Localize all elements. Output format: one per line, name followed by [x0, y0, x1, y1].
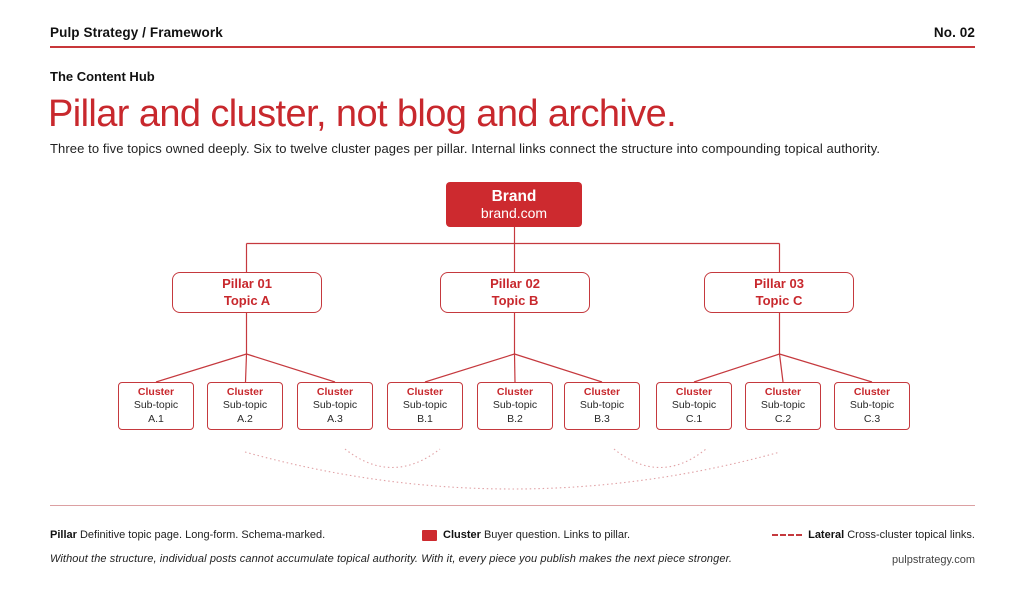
fan-pillar2-b3 [514, 353, 603, 383]
cluster-node-b2: Cluster Sub-topic B.2 [477, 382, 553, 430]
legend-lateral-term: Lateral [808, 529, 845, 541]
brand-root-domain: brand.com [480, 205, 548, 222]
pillar-1-title: Pillar 01 [222, 276, 272, 292]
page-title: Pillar and cluster, not blog and archive… [48, 93, 677, 135]
brand-root-node: Brand brand.com [446, 182, 582, 227]
cluster-c3-subtopic: Sub-topic [849, 399, 895, 412]
legend-cluster-text: Cluster Buyer question. Links to pillar. [443, 529, 630, 541]
cluster-a2-subtopic: Sub-topic [222, 399, 268, 412]
cluster-node-b1: Cluster Sub-topic B.1 [387, 382, 463, 430]
cluster-a1-subtopic: Sub-topic [133, 399, 179, 412]
pillar-3-title: Pillar 03 [754, 276, 804, 292]
legend-pillar-term: Pillar [50, 529, 77, 541]
legend-lateral-desc: Cross-cluster topical links. [847, 529, 975, 541]
pillar-node-2: Pillar 02 Topic B [440, 272, 590, 313]
cluster-a3-label: Cluster [316, 385, 354, 398]
fan-pillar3-c2 [778, 353, 784, 383]
cluster-c1-subtopic: Sub-topic [671, 399, 717, 412]
fan-pillar3-c1 [693, 353, 780, 383]
cluster-b1-label: Cluster [406, 385, 444, 398]
cluster-c3-label: Cluster [853, 385, 891, 398]
cluster-b3-label: Cluster [583, 385, 621, 398]
cluster-c2-label: Cluster [764, 385, 802, 398]
pillar-node-3: Pillar 03 Topic C [704, 272, 854, 313]
lateral-arc-a3-b1 [344, 448, 441, 468]
cluster-node-c1: Cluster Sub-topic C.1 [656, 382, 732, 430]
page-subtitle: Three to five topics owned deeply. Six t… [50, 141, 881, 156]
cluster-c1-label: Cluster [675, 385, 713, 398]
legend-pillar: Pillar Definitive topic page. Long-form.… [50, 529, 325, 541]
pillar-3-topic: Topic C [755, 292, 803, 308]
pillar-2-topic: Topic B [491, 292, 539, 308]
header-divider [50, 46, 975, 48]
legend-lateral-text: Lateral Cross-cluster topical links. [808, 529, 975, 541]
fan-pillar2-b2 [513, 353, 516, 383]
cluster-c1-code: C.1 [685, 412, 703, 425]
legend-pillar-desc: Definitive topic page. Long-form. Schema… [79, 529, 326, 541]
pillar-1-topic: Topic A [223, 292, 271, 308]
cluster-a1-code: A.1 [148, 412, 164, 425]
cluster-a2-code: A.2 [237, 412, 253, 425]
fan-pillar1-a1 [155, 353, 247, 383]
cluster-a1-label: Cluster [137, 385, 175, 398]
cluster-a3-code: A.3 [327, 412, 343, 425]
header: Pulp Strategy / Framework No. 02 [50, 25, 975, 40]
cluster-b2-label: Cluster [496, 385, 534, 398]
legend-cluster-desc: Buyer question. Links to pillar. [483, 529, 631, 541]
eyebrow-label: The Content Hub [50, 69, 155, 84]
cluster-node-a1: Cluster Sub-topic A.1 [118, 382, 194, 430]
cluster-a2-label: Cluster [226, 385, 264, 398]
site-link[interactable]: pulpstrategy.com [892, 554, 975, 566]
cluster-b2-code: B.2 [507, 412, 523, 425]
cluster-node-a3: Cluster Sub-topic A.3 [297, 382, 373, 430]
footer-divider [50, 505, 975, 506]
cluster-c2-subtopic: Sub-topic [760, 399, 806, 412]
cluster-b1-code: B.1 [417, 412, 433, 425]
legend-lateral: Lateral Cross-cluster topical links. [772, 529, 975, 541]
pillar-node-1: Pillar 01 Topic A [172, 272, 322, 313]
legend-cluster: Cluster Buyer question. Links to pillar. [422, 529, 630, 541]
fan-pillar3-c3 [779, 353, 873, 383]
cluster-node-a2: Cluster Sub-topic A.2 [207, 382, 283, 430]
cluster-b3-subtopic: Sub-topic [579, 399, 625, 412]
cluster-node-c3: Cluster Sub-topic C.3 [834, 382, 910, 430]
red-dashed-line-icon [772, 534, 803, 536]
cluster-b1-subtopic: Sub-topic [402, 399, 448, 412]
footnote: Without the structure, individual posts … [50, 553, 733, 565]
pillar-2-title: Pillar 02 [490, 276, 540, 292]
cluster-node-c2: Cluster Sub-topic C.2 [745, 382, 821, 430]
cluster-node-b3: Cluster Sub-topic B.3 [564, 382, 640, 430]
red-square-swatch-icon [422, 529, 437, 541]
cluster-c2-code: C.2 [774, 412, 792, 425]
cluster-b3-code: B.3 [594, 412, 610, 425]
cluster-b2-subtopic: Sub-topic [492, 399, 538, 412]
fan-pillar1-a2 [244, 353, 248, 383]
header-brand-label: Pulp Strategy / Framework [50, 25, 223, 40]
cluster-c3-code: C.3 [863, 412, 881, 425]
page-number: No. 02 [933, 25, 975, 40]
legend-cluster-term: Cluster [443, 529, 481, 541]
brand-root-title: Brand [491, 187, 537, 205]
cluster-a3-subtopic: Sub-topic [312, 399, 358, 412]
lateral-arc-long [244, 451, 781, 490]
lateral-arc-b3-c1 [613, 448, 707, 468]
fan-pillar1-a3 [246, 353, 336, 383]
fan-pillar2-b1 [424, 353, 515, 383]
